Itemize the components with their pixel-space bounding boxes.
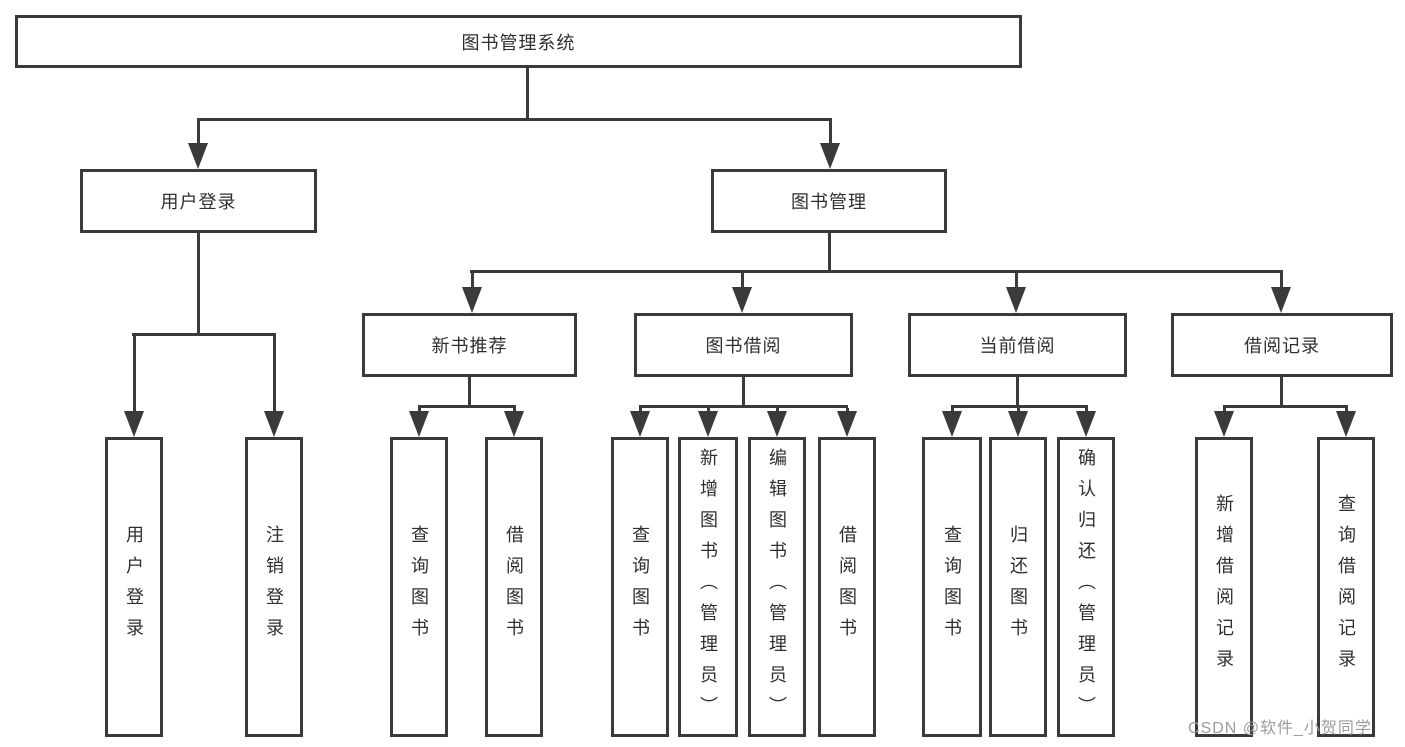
node-book-borrowing: 图书借阅 <box>634 313 853 377</box>
leaf-user-login: 用户登录 <box>105 437 163 737</box>
leaf-recommend-borrow-book: 借阅图书 <box>485 437 543 737</box>
connector-line <box>471 273 474 289</box>
connector-line <box>776 408 779 413</box>
node-label: 图书管理 <box>791 192 867 212</box>
leaf-label: 编辑图书（管理员） <box>767 447 787 727</box>
arrowhead <box>1006 287 1026 313</box>
arrowhead <box>1336 411 1356 437</box>
leaf-label: 注销登录 <box>264 525 284 649</box>
leaf-borrow-book: 借阅图书 <box>818 437 876 737</box>
connector-line <box>418 408 421 413</box>
connector-line <box>1016 377 1019 408</box>
leaf-label: 确认归还（管理员） <box>1076 447 1096 727</box>
connector-line <box>828 233 831 273</box>
connector-line <box>846 408 849 413</box>
arrowhead <box>1008 411 1028 437</box>
node-label: 图书管理系统 <box>461 32 576 53</box>
connector-line <box>1345 408 1348 413</box>
node-library-management-system: 图书管理系统 <box>15 15 1022 68</box>
connector-line <box>1085 408 1088 413</box>
connector-line <box>197 118 832 121</box>
arrowhead <box>124 411 144 437</box>
arrowhead <box>188 143 208 169</box>
arrowhead <box>732 287 752 313</box>
leaf-query-borrow-record: 查询借阅记录 <box>1317 437 1375 737</box>
arrowhead <box>630 411 650 437</box>
arrowhead <box>409 411 429 437</box>
leaf-label: 查询借阅记录 <box>1336 494 1356 680</box>
connector-line <box>951 405 1088 408</box>
node-label: 用户登录 <box>160 192 237 212</box>
connector-line <box>1223 405 1348 408</box>
arrowhead <box>820 143 840 169</box>
node-borrowing-records: 借阅记录 <box>1171 313 1393 377</box>
arrowhead <box>698 411 718 437</box>
arrowhead <box>264 411 284 437</box>
leaf-return-book: 归还图书 <box>989 437 1047 737</box>
leaf-edit-book-admin: 编辑图书（管理员） <box>748 437 806 737</box>
arrowhead <box>942 411 962 437</box>
leaf-current-query-book: 查询图书 <box>922 437 982 737</box>
arrowhead <box>1271 287 1291 313</box>
leaf-label: 查询图书 <box>409 525 429 649</box>
connector-line <box>526 68 529 119</box>
leaf-add-book-admin: 新增图书（管理员） <box>678 437 738 737</box>
watermark: CSDN @软件_小贺同学 <box>1188 720 1372 737</box>
leaf-logout: 注销登录 <box>245 437 303 737</box>
leaf-label: 新增图书（管理员） <box>698 447 718 727</box>
connector-line <box>273 336 276 413</box>
leaf-label: 查询图书 <box>630 525 650 649</box>
arrowhead <box>1214 411 1234 437</box>
node-label: 图书借阅 <box>705 336 782 356</box>
connector-line <box>132 333 276 336</box>
leaf-label: 借阅图书 <box>504 525 524 649</box>
connector-line <box>418 405 516 408</box>
leaf-confirm-return-admin: 确认归还（管理员） <box>1057 437 1115 737</box>
leaf-label: 新增借阅记录 <box>1214 494 1234 680</box>
connector-line <box>707 408 710 413</box>
node-user-login: 用户登录 <box>80 169 317 233</box>
arrowhead <box>1076 411 1096 437</box>
connector-line <box>639 405 848 408</box>
connector-line <box>742 377 745 408</box>
arrowhead <box>462 287 482 313</box>
connector-line <box>1280 377 1283 408</box>
leaf-label: 查询图书 <box>942 525 962 649</box>
leaf-label: 归还图书 <box>1008 525 1028 649</box>
node-label: 借阅记录 <box>1244 336 1320 356</box>
leaf-add-borrow-record: 新增借阅记录 <box>1195 437 1253 737</box>
connector-line <box>951 408 954 413</box>
node-current-borrowing: 当前借阅 <box>908 313 1127 377</box>
connector-line <box>741 273 744 289</box>
node-book-management: 图书管理 <box>711 169 947 233</box>
arrowhead <box>504 411 524 437</box>
connector-line <box>470 270 1283 273</box>
connector-line <box>639 408 642 413</box>
connector-line <box>197 233 200 336</box>
connector-line <box>133 336 136 413</box>
arrowhead <box>837 411 857 437</box>
leaf-label: 借阅图书 <box>837 525 857 649</box>
arrowhead <box>767 411 787 437</box>
node-label: 当前借阅 <box>979 336 1056 356</box>
connector-line <box>197 121 200 147</box>
connector-line <box>829 121 832 147</box>
connector-line <box>1015 273 1018 289</box>
connector-line <box>1223 408 1226 413</box>
leaf-label: 用户登录 <box>124 525 144 649</box>
connector-line <box>513 408 516 413</box>
connector-line <box>468 377 471 408</box>
leaf-borrow-query-book: 查询图书 <box>611 437 669 737</box>
connector-line <box>1280 273 1283 289</box>
node-label: 新书推荐 <box>431 336 508 356</box>
connector-line <box>1017 408 1020 413</box>
node-new-book-recommendation: 新书推荐 <box>362 313 577 377</box>
leaf-recommend-query-book: 查询图书 <box>390 437 448 737</box>
